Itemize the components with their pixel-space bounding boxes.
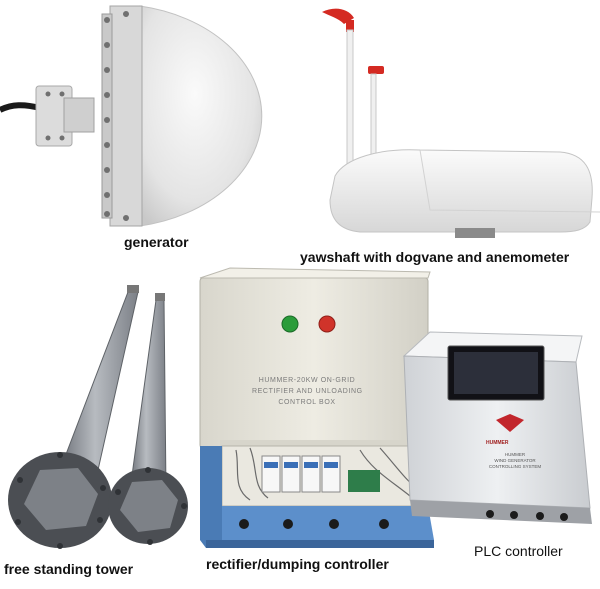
plc-caption: PLC controller [474, 543, 563, 559]
plc-brand-label: HUMMER [486, 440, 509, 446]
plc-image [402, 331, 592, 524]
control-box-line: HUMMER-20KW ON-GRID [258, 377, 356, 384]
plc-panel-line: HUMMER [504, 452, 526, 457]
tower-caption: free standing tower [4, 561, 134, 577]
generator-caption: generator [124, 234, 189, 250]
control-box-line: RECTIFIER AND UNLOADING [252, 388, 363, 395]
generator-image [0, 5, 263, 227]
control-box-line: CONTROL BOX [278, 399, 336, 406]
rectifier-caption: rectifier/dumping controller [206, 556, 389, 572]
yawshaft-caption: yawshaft with dogvane and anemometer [300, 249, 570, 265]
plc-panel-line: CONTROLLING SYSTEM [488, 464, 542, 469]
rectifier-image [199, 267, 434, 548]
yawshaft-image [322, 8, 600, 238]
tower-image [8, 285, 188, 549]
plc-panel-label: HUMMER WIND GENERATOR CONTROLLING SYSTEM [480, 452, 550, 470]
control-box-label: HUMMER-20KW ON-GRID RECTIFIER AND UNLOAD… [252, 375, 362, 408]
plc-panel-line: WIND GENERATOR [494, 458, 536, 463]
